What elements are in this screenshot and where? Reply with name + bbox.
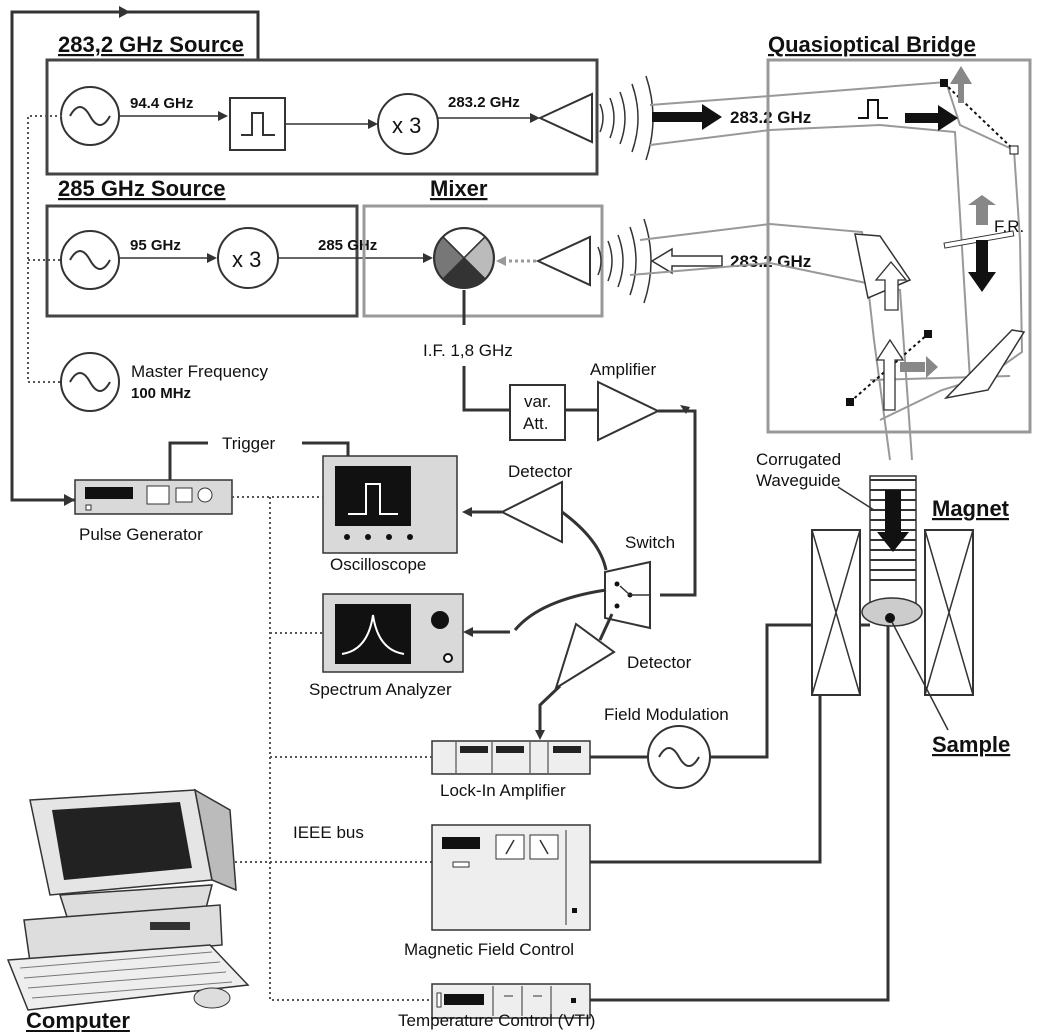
source-283-box [45,58,599,176]
source-285-title: 285 GHz Source [58,176,226,201]
bridge-title: Quasioptical Bridge [768,32,976,57]
arrow-head [463,627,473,637]
computer-title: Computer [26,1008,130,1032]
ieee-bus-dotted [269,497,432,1001]
switch-icon [604,560,651,630]
var-att-label-1: var. [524,392,551,411]
temperature-control-icon [431,983,591,1019]
arrow-head [535,730,545,740]
computer-icon [6,788,250,1011]
bridge-optics [629,66,1026,461]
switch-to-det1-line [561,510,608,571]
horn-in-icon [535,235,591,287]
var-att-label-2: Att. [523,414,549,433]
beam-in-arrow [650,247,723,275]
amp-to-switch-line [658,409,697,597]
detector-1-label: Detector [508,462,573,481]
switch-to-det2-line [598,613,614,641]
radiation-out-icon [599,75,654,161]
tripler-1-label: x 3 [392,113,421,138]
sample-holder-icon [861,597,923,627]
arrow-head [530,113,540,123]
master-ref-dotted [27,115,62,383]
mixer-box [362,204,604,318]
temp-to-sample-line [590,622,890,1002]
waveguide-label-2: Waveguide [756,471,840,490]
trigger-line [168,441,350,488]
sine-wave-icon [69,372,111,392]
pulse-generator-icon [74,479,233,515]
magnetic-field-control-icon [431,824,591,931]
arrow-head [680,405,690,414]
spectrum-analyzer-label: Spectrum Analyzer [309,680,452,699]
arrow-head [423,253,433,263]
freq-285-label: 285 GHz [318,237,377,254]
detector-2-icon [554,622,616,691]
beam-out-arrow [652,104,722,130]
detector-2-label: Detector [627,653,692,672]
sine-wave-icon [69,106,111,126]
arrow-head [119,6,130,18]
pulse-feedback-line [10,10,260,502]
ieee-bus-label: IEEE bus [293,823,364,842]
sine-wave-icon [69,250,111,270]
waveguide-label-1: Corrugated [756,450,841,469]
source-283-title: 283,2 GHz Source [58,32,244,57]
arrow-head [368,119,378,129]
arrow-head [218,111,228,121]
waveguide-pointer [837,486,875,511]
det2-to-lockin-line [538,684,562,732]
mixer-icon [433,227,495,289]
freq-94-label: 94.4 GHz [130,95,193,112]
magnet-title: Magnet [932,496,1010,521]
temperature-control-label: Temperature Control (VTI) [398,1011,595,1030]
bridge-box [766,58,1032,434]
pulse-generator-label: Pulse Generator [79,525,203,544]
if-label: I.F. 1,8 GHz [423,341,513,360]
trigger-label: Trigger [222,434,276,453]
arrow-head [207,253,217,263]
radiation-in-icon [597,218,652,304]
var-att-box [509,384,566,441]
tripler-1-icon [377,93,439,155]
master-label: Master Frequency [131,362,268,381]
sample-title: Sample [932,732,1010,757]
arrow-head [462,507,472,517]
mag-ctrl-to-magnet-line [590,695,822,864]
oscilloscope-icon [322,455,458,554]
beam-in-label: 283.2 GHz [730,252,811,271]
sine-wave-icon [658,747,700,767]
amplifier-icon [597,380,661,442]
arrow-head [64,494,75,506]
oscilloscope-label: Oscilloscope [330,555,426,574]
freq-2832-out-label: 283.2 GHz [448,94,520,111]
beam-out-label: 283.2 GHz [730,108,811,127]
horn-out-icon [537,92,593,144]
spectrum-analyzer-icon [322,593,464,673]
tripler-2-label: x 3 [232,247,261,272]
magnet-coils-icon [811,529,974,696]
freq-95-label: 95 GHz [130,237,181,254]
lock-in-amplifier-icon [431,740,591,775]
amplifier-label: Amplifier [590,360,656,379]
magnetic-field-control-label: Magnetic Field Control [404,940,574,959]
mixer-title: Mixer [430,176,488,201]
lock-in-label: Lock-In Amplifier [440,781,566,800]
detector-1-icon [499,480,563,544]
waveguide-icon [869,475,917,607]
pulse-modulator-box [229,97,286,151]
master-freq-label: 100 MHz [131,385,191,402]
switch-label: Switch [625,533,675,552]
field-mod-label: Field Modulation [604,705,729,724]
arrow-head [496,256,506,266]
sample-pointer [891,621,949,731]
switch-to-spec-line [513,588,607,631]
pulse-icon [241,112,275,136]
fr-label: F.R. [994,217,1024,236]
if-to-att-line [462,366,510,412]
